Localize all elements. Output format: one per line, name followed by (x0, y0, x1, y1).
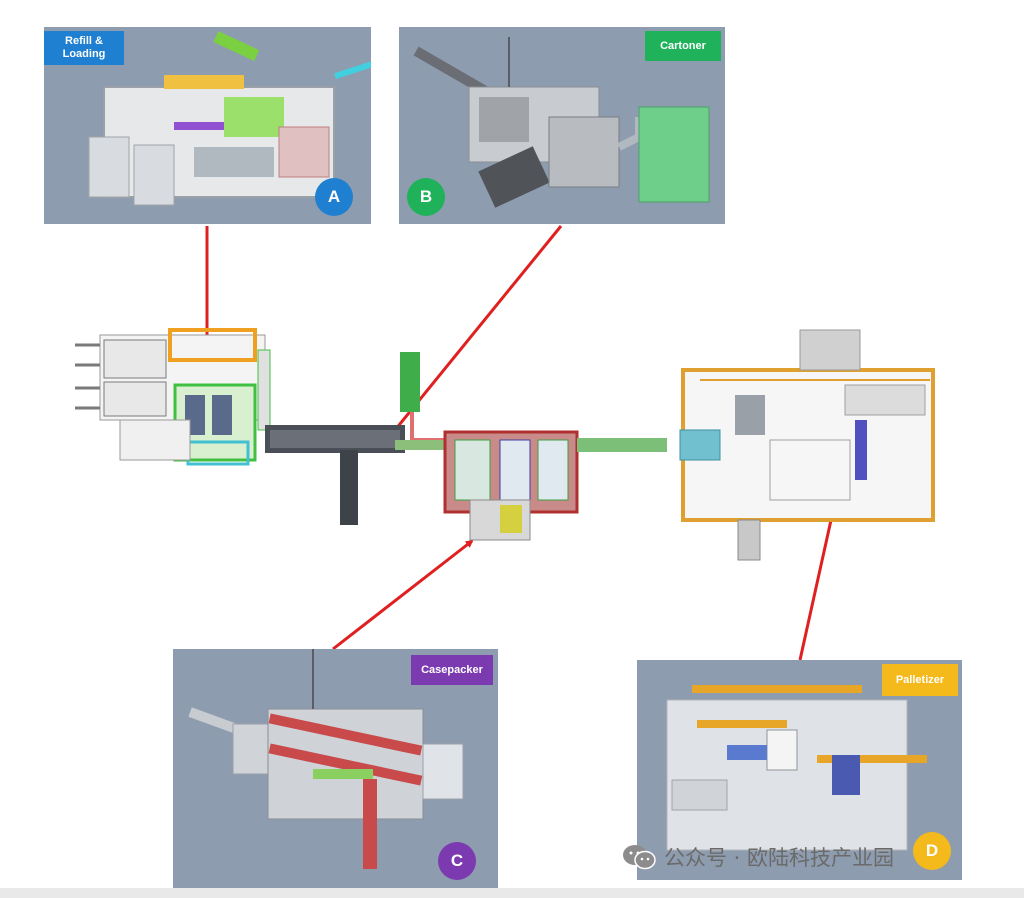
machine-render-d (666, 685, 927, 851)
plan-palletizer (679, 329, 935, 561)
wechat-icon (623, 845, 656, 870)
plan-refill-loading (75, 328, 271, 466)
panel-palletizer: Palletizer D (637, 660, 962, 880)
plan-cartoner (265, 352, 445, 525)
module-badge-d: D (913, 832, 951, 870)
panel-refill-loading: Refill & Loading A (44, 27, 371, 224)
watermark: 公众号 · 欧陆科技产业园 (622, 842, 894, 872)
module-badge-b: B (407, 178, 445, 216)
module-tag-d: Palletizer (882, 664, 958, 696)
module-tag-b: Cartoner (645, 31, 721, 61)
watermark-text: 公众号 · 欧陆科技产业园 (664, 846, 895, 870)
machine-render-a (88, 31, 371, 206)
module-badge-c: C (438, 842, 476, 880)
bottom-strip (0, 888, 1024, 898)
machine-render-c (188, 649, 464, 869)
module-badge-a: A (315, 178, 353, 216)
arrow-casepacker (332, 539, 474, 651)
module-tag-a: Refill & Loading (44, 31, 124, 65)
machine-render-b (413, 37, 710, 208)
plan-casepacker (443, 430, 667, 541)
module-tag-c: Casepacker (411, 655, 493, 685)
panel-cartoner: Cartoner B (399, 27, 725, 224)
panel-casepacker: Casepacker C (173, 649, 498, 890)
